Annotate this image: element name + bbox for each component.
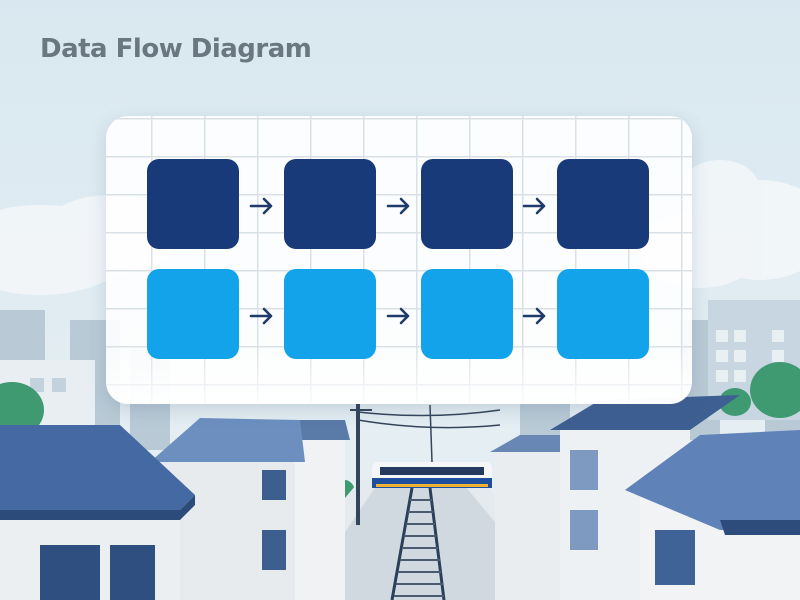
light-node-3 <box>421 269 513 359</box>
light-node-4 <box>557 269 649 359</box>
dark-node-4 <box>557 159 649 249</box>
tram <box>372 462 492 488</box>
arrow-right-icon <box>386 197 410 215</box>
arrow-right-icon <box>522 197 546 215</box>
dark-node-3 <box>421 159 513 249</box>
diagram-panel <box>106 116 692 404</box>
tram-tracks <box>390 487 446 600</box>
arrow-right-icon <box>249 197 273 215</box>
road <box>280 480 560 600</box>
left-houses <box>0 418 350 600</box>
light-node-1 <box>147 269 239 359</box>
arrow-right-icon <box>249 307 273 325</box>
dark-node-2 <box>284 159 376 249</box>
page-title: Data Flow Diagram <box>40 34 312 64</box>
arrow-right-icon <box>386 307 410 325</box>
right-houses <box>490 395 800 600</box>
arrow-right-icon <box>522 307 546 325</box>
overhead-wires <box>350 400 501 525</box>
track-ties <box>394 499 444 597</box>
light-node-2 <box>284 269 376 359</box>
dark-node-1 <box>147 159 239 249</box>
